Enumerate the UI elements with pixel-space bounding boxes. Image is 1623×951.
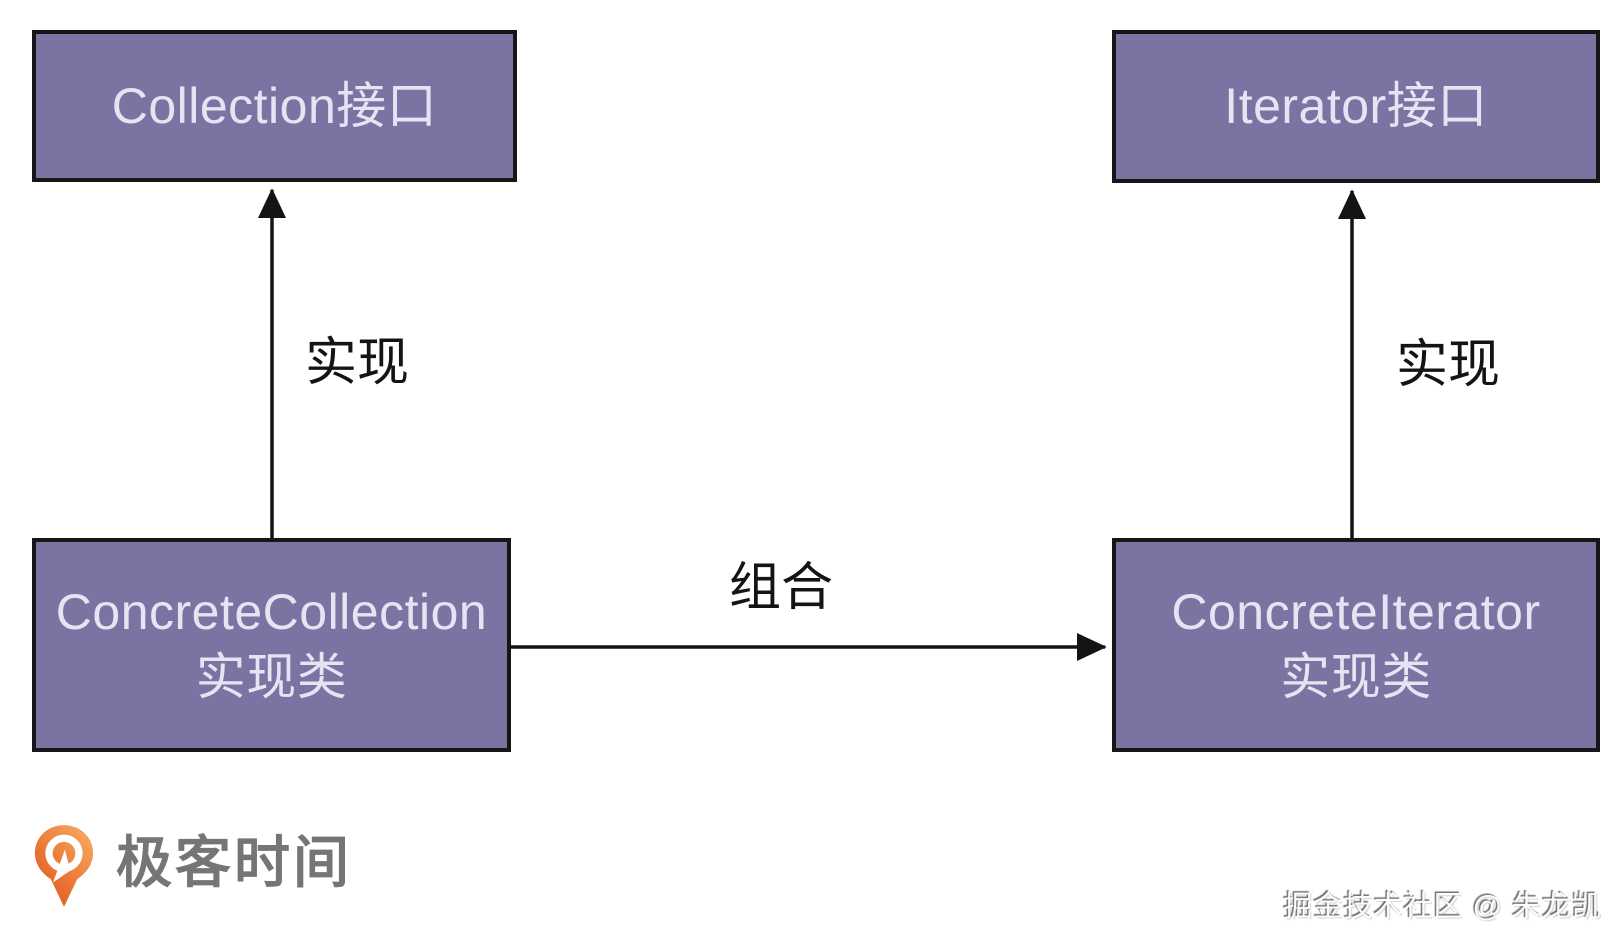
edge-label-composition: 组合 <box>728 559 834 617</box>
box-concrete-iterator-label-line1: ConcreteIterator <box>1171 584 1541 640</box>
edge-label-implements-right: 实现 <box>1395 336 1501 394</box>
box-concrete-iterator-label-line2: 实现类 <box>1280 649 1432 705</box>
geektime-logo-text: 极客时间 <box>116 831 352 894</box>
box-concrete-collection: ConcreteCollection 实现类 <box>32 538 511 752</box>
box-concrete-iterator: ConcreteIterator 实现类 <box>1112 538 1600 752</box>
edge-label-implements-left: 实现 <box>304 334 410 392</box>
box-collection-interface: Collection接口 <box>32 30 517 182</box>
geektime-logo: 极客时间 <box>34 820 352 907</box>
box-iterator-interface: Iterator接口 <box>1112 30 1600 183</box>
box-concrete-collection-label-line1: ConcreteCollection <box>55 584 488 640</box>
box-iterator-interface-label: Iterator接口 <box>1224 78 1488 134</box>
watermark-text: 掘金技术社区 @ 朱龙凯 <box>1283 891 1602 923</box>
geektime-pin-icon <box>34 825 94 907</box>
box-concrete-collection-label-line2: 实现类 <box>195 649 348 705</box>
box-collection-interface-label: Collection接口 <box>111 77 438 134</box>
